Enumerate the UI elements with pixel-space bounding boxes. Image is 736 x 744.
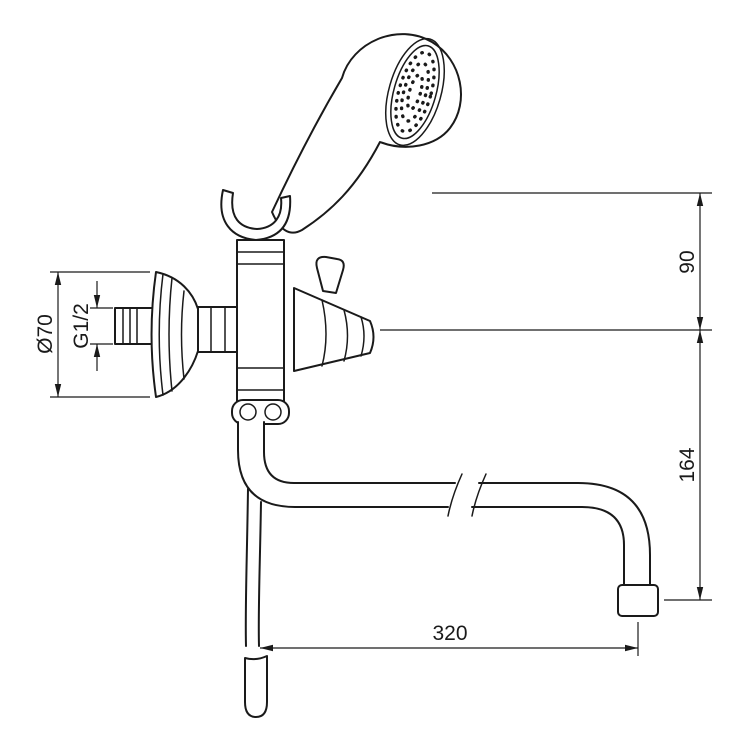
dim-thread: G1/2: [70, 281, 113, 371]
shower-handle: [271, 33, 462, 234]
label-thread-size: G1/2: [70, 303, 93, 349]
spout-break-lines: [447, 473, 487, 517]
control-knob: [293, 287, 375, 372]
connector-rings: [231, 399, 290, 425]
label-dim-lower: 164: [676, 447, 699, 482]
spray-nozzles: [394, 50, 436, 134]
dim-spout-reach: 320: [260, 622, 639, 656]
hex-nut: [197, 306, 238, 353]
spout: [237, 421, 659, 617]
label-flange-diameter: Ø70: [34, 314, 57, 354]
hose-end: [244, 655, 268, 718]
dim-upper-height: 90: [380, 192, 712, 331]
dim-lower-height: 164: [664, 330, 712, 601]
thread-stub: [114, 307, 156, 345]
wall-flange: [150, 271, 199, 398]
label-dim-reach: 320: [432, 622, 467, 645]
spout-outlet: [617, 584, 659, 617]
diverter-lever: [315, 255, 345, 294]
shower-holder-fork: [220, 189, 292, 241]
shower-head-face: [385, 37, 445, 147]
dim-flange-diameter: Ø70: [34, 271, 150, 398]
shower-hose: [244, 488, 268, 718]
label-dim-upper: 90: [676, 250, 699, 273]
hand-shower: [271, 33, 462, 234]
mixer-body: [236, 239, 285, 403]
